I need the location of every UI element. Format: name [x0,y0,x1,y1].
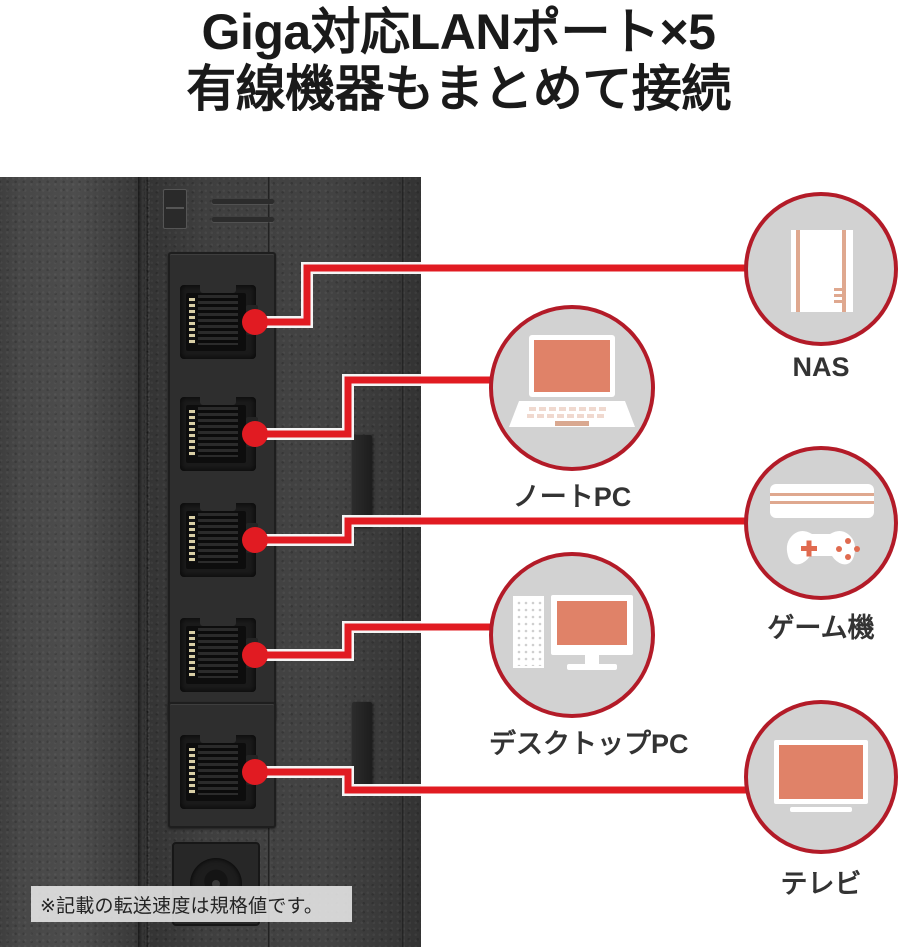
power-jack-pin [212,880,220,888]
laptop-icon [509,335,635,427]
desktop-label: デスクトップPC [489,729,689,759]
lan-port-2-tab [246,417,258,447]
router-top-switch [163,189,187,229]
footnote-caption: ※記載の転送速度は規格値です。 [31,886,352,922]
router-left-body-texture [0,177,145,947]
router-edge-groove [138,177,148,947]
lan-port-2-notch [200,396,236,405]
lan-port-4-notch [200,617,236,626]
lan-port-3-tab [246,523,258,553]
lan-port-5 [180,734,258,809]
headline-line-1: Giga対応LANポート×5 [201,4,716,60]
router-panel-seam-b [402,177,405,947]
lan-port-4 [180,617,258,692]
footnote-caption-text: ※記載の転送速度は規格値です。 [40,895,324,917]
router-groove-1 [212,199,274,204]
lan-port-2-contacts [198,407,238,457]
game-console-icon [770,484,874,565]
device-bubble-desktop[interactable]: デスクトップPC [489,552,689,767]
lan-port-5-pins [189,748,195,794]
laptop-label: ノートPC [512,482,632,512]
lan-port-5-contacts [198,745,238,795]
lan-port-3-notch [200,502,236,511]
lan-port-2 [180,396,258,471]
router-left-body [0,177,145,947]
router-stand-clip-upper [352,435,372,527]
lan-port-4-contacts [198,628,238,678]
lan-port-1-contacts [198,295,238,345]
headline-line-2: 有線機器もまとめて接続 [186,61,731,117]
lan-port-3-contacts [198,513,238,563]
device-bubble-console[interactable]: ゲーム機 [744,446,898,646]
lan-port-2-pins [189,410,195,456]
console-disc [744,446,898,600]
device-bubble-nas[interactable]: NAS [744,192,898,392]
router-stand-clip-lower [352,702,372,794]
lan-port-3-pins [189,516,195,562]
device-bubble-laptop[interactable]: ノートPC [489,305,655,515]
lan-port-1-notch [200,284,236,293]
console-label: ゲーム機 [767,613,875,643]
lan-port-3 [180,502,258,577]
tv-label: テレビ [780,869,862,899]
lan-port-1-pins [189,298,195,344]
nas-label: NAS [792,352,850,382]
router-photo: ※記載の転送速度は規格値です。 [0,177,421,947]
tv-icon [774,740,868,812]
lan-port-4-pins [189,631,195,677]
lan-port-1-tab [246,305,258,335]
lan-port-1 [180,284,258,359]
device-bubble-tv[interactable]: テレビ [744,700,898,905]
lan-port-5-tab [246,755,258,785]
lan-port-5-notch [200,734,236,743]
desktop-pc-icon [513,595,633,670]
headline-block: Giga対応LANポート×5 有線機器もまとめて接続 [0,0,917,172]
nas-icon [791,230,853,312]
lan-port-4-tab [246,638,258,668]
router-groove-2 [212,217,274,222]
